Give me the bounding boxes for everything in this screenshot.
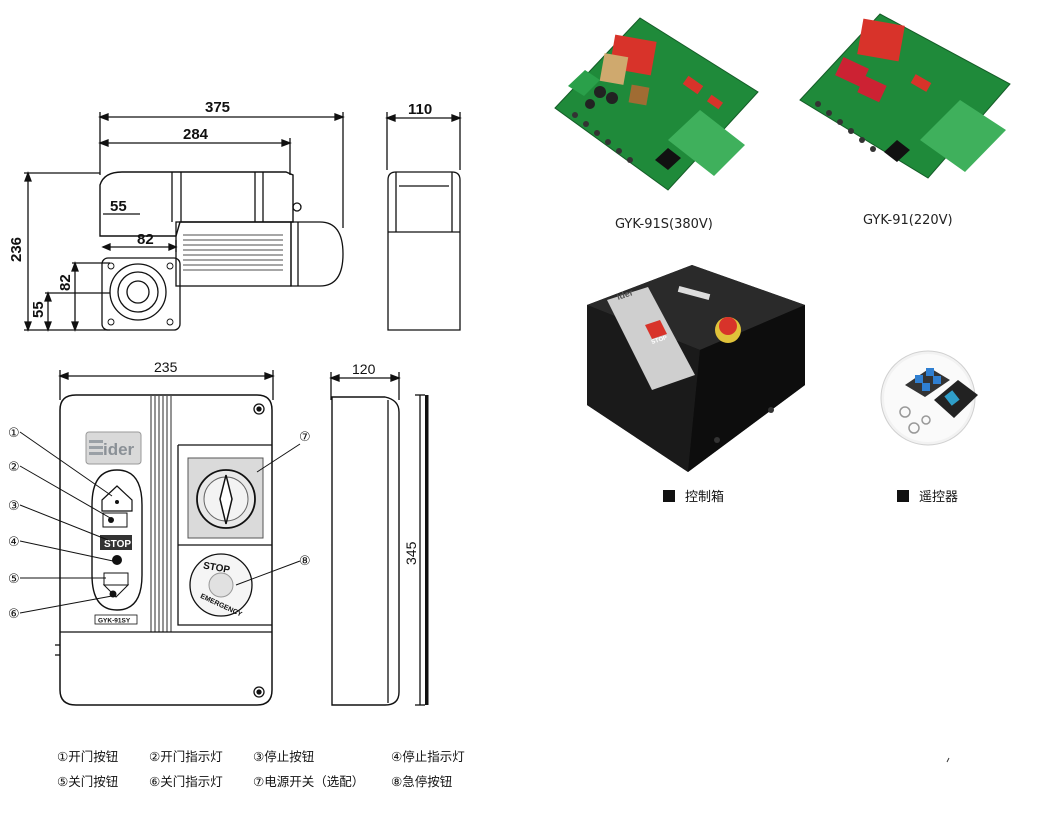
board-380v-caption: GYK-91S(380V) — [615, 217, 713, 232]
remote-caption-row: 遥控器 — [897, 486, 958, 505]
callout-7: ⑦ — [299, 430, 311, 445]
legend-item-3: ③停止按钮 — [253, 749, 315, 764]
dim-236-label: 236 — [8, 237, 25, 262]
legend-row-2: ⑤关门按钮 ⑥关门指示灯 ⑦电源开关（选配） ⑧急停按钮 — [57, 771, 452, 790]
callout-circles: ① ② ③ ④ ⑤ ⑥ ⑦ ⑧ — [8, 426, 311, 622]
control-box-caption: 控制箱 — [685, 490, 725, 505]
dim-82-vertical-label: 82 — [57, 274, 74, 291]
control-box-side-view — [329, 372, 425, 706]
dim-110-label: 110 — [408, 101, 432, 118]
stop-button-label: STOP — [104, 539, 131, 550]
close-button[interactable] — [102, 572, 130, 598]
bullet-square-icon — [897, 490, 909, 502]
board-220v-caption: GYK-91(220V) — [863, 213, 953, 228]
stop-indicator-light — [112, 555, 122, 565]
brand-logo-text: ider — [103, 440, 135, 459]
legend-item-4: ④停止指示灯 — [391, 749, 465, 764]
dim-55-vertical-label: 55 — [30, 301, 47, 318]
legend-item-6: ⑥关门指示灯 — [149, 774, 223, 789]
legend-item-1: ①开门按钮 — [57, 749, 119, 764]
power-switch[interactable] — [187, 457, 264, 539]
motor-front-view — [24, 112, 345, 332]
callout-6: ⑥ — [8, 607, 20, 622]
legend-item-5: ⑤关门按钮 — [57, 774, 119, 789]
pcb-board-220v — [799, 13, 1011, 179]
dim-375-label: 375 — [205, 99, 230, 116]
legend-item-8: ⑧急停按钮 — [391, 774, 453, 789]
dim-235-label: 235 — [154, 359, 178, 375]
callout-5: ⑤ — [8, 572, 20, 587]
pcb-board-380v — [554, 17, 759, 191]
callout-8: ⑧ — [299, 554, 311, 569]
remote-control-photo — [880, 350, 978, 446]
callout-3: ③ — [8, 499, 20, 514]
bullet-square-icon — [663, 490, 675, 502]
legend-item-2: ②开门指示灯 — [149, 749, 223, 764]
callout-2: ② — [8, 460, 20, 475]
remote-caption: 遥控器 — [919, 490, 959, 505]
dim-120-label: 120 — [352, 361, 376, 377]
control-box-front-view — [55, 370, 275, 706]
legend-row-1: ①开门按钮 ②开门指示灯 ③停止按钮 ④停止指示灯 — [57, 746, 465, 765]
stray-tick-mark — [946, 757, 950, 763]
callout-leaders — [19, 431, 301, 614]
motor-side-view — [385, 112, 462, 331]
model-plate — [94, 614, 138, 625]
callout-1: ① — [8, 426, 20, 441]
control-box-photo-stop: STOP — [651, 335, 668, 346]
side-view-back-plate — [425, 395, 429, 705]
dim-82-horizontal-label: 82 — [137, 231, 154, 248]
dim-55-horizontal-label: 55 — [110, 198, 127, 215]
callout-4: ④ — [8, 535, 20, 550]
control-box-photo — [587, 265, 805, 472]
estop-text-top: STOP — [202, 560, 231, 576]
open-indicator-light — [102, 512, 128, 528]
model-plate-text: GYK-91SY — [98, 618, 131, 625]
stop-button[interactable] — [100, 535, 132, 550]
control-box-caption-row: 控制箱 — [663, 486, 724, 505]
emergency-stop-button[interactable] — [189, 553, 253, 617]
dim-345-label: 345 — [403, 541, 419, 565]
brand-logo-stripes — [89, 440, 103, 455]
open-button[interactable] — [101, 485, 133, 512]
dim-284-label: 284 — [183, 126, 209, 143]
legend-item-7: ⑦电源开关（选配） — [253, 774, 365, 789]
control-box-photo-brand: ider — [616, 287, 635, 302]
